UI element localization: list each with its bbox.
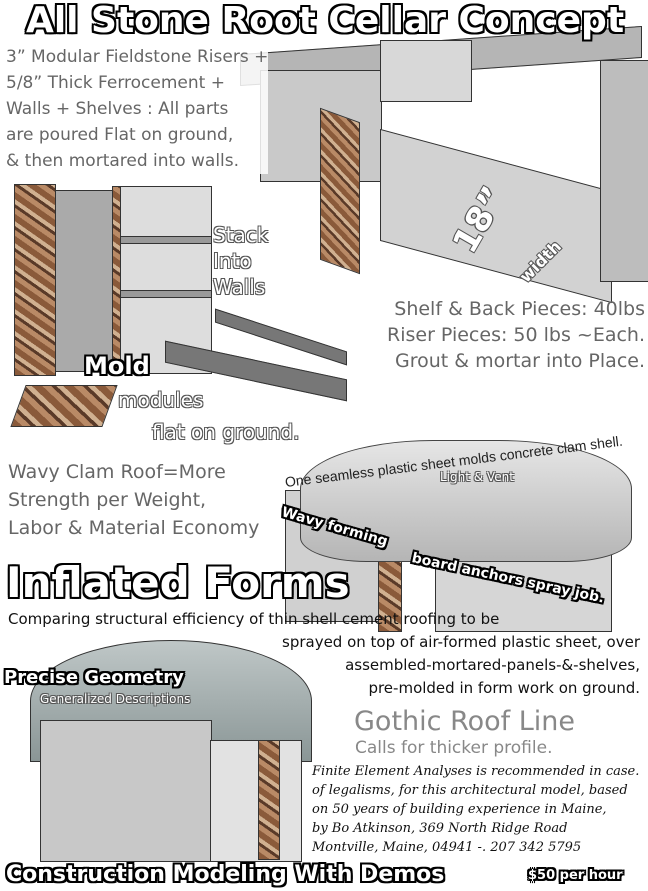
comparing-line: Comparing structural efficiency of thin … [8,610,500,628]
fea-line: by Bo Atkinson, 369 North Ridge Road [312,821,568,836]
wavy-roof-line: Labor & Material Economy [8,517,260,539]
intro-text: 3” Modular Fieldstone Risers + 5/8” Thic… [6,44,269,174]
price-label: $50 per hour [528,868,623,883]
stack-line: Stack [213,223,269,247]
intro-line: 5/8” Thick Ferrocement + [6,73,225,93]
weights-text: Shelf & Back Pieces: 40lbs Riser Pieces:… [345,296,645,374]
intro-line: Walls + Shelves : All parts [6,99,229,119]
weights-line: Riser Pieces: 50 lbs ~Each. [387,324,645,346]
fea-text: Finite Element Analyses is recommended i… [312,762,639,857]
weights-line: Shelf & Back Pieces: 40lbs [394,298,645,320]
gothic-title: Gothic Roof Line [354,706,576,737]
stack-line: Walls [213,275,266,299]
wavy-roof-line: Wavy Clam Roof=More [8,461,226,483]
fea-line: Montville, Maine, 04941 -. 207 342 5795 [312,840,582,855]
comparing-text: Comparing structural efficiency of thin … [0,608,640,700]
wavy-roof-line: Strength per Weight, [8,489,207,511]
fea-line: of legalisms, for this architectural mod… [312,783,628,798]
mold-line1: modules [118,388,204,412]
light-vent-label: Light & Vent [440,470,514,484]
fea-line: on 50 years of building experience in Ma… [312,802,607,817]
inflated-forms-title: Inflated Forms [6,558,350,607]
footer-title: Construction Modeling With Demos [6,862,445,887]
wavy-roof-text: Wavy Clam Roof=More Strength per Weight,… [8,458,259,542]
generalized-label: Generalized Descriptions [40,692,191,706]
comparing-line: sprayed on top of air-formed plastic she… [282,633,640,651]
mold-line2: flat on ground. [152,420,300,444]
gothic-subtitle: Calls for thicker profile. [355,738,553,758]
fea-line: Finite Element Analyses is recommended i… [312,764,640,779]
mold-label: Mold [84,352,150,380]
precise-geometry-label: Precise Geometry [4,667,184,688]
page-title: All Stone Root Cellar Concept [25,0,625,41]
weights-line: Grout & mortar into Place. [394,350,645,372]
intro-line: are poured Flat on ground, [6,125,234,145]
stack-line: Into [213,249,252,273]
intro-line: & then mortared into walls. [6,151,240,171]
comparing-line: assembled-mortared-panels-&-shelves, [345,656,640,674]
stack-label: Stack Into Walls [213,222,268,300]
comparing-line: pre-molded in form work on ground. [368,679,640,697]
intro-line: 3” Modular Fieldstone Risers + [6,47,269,67]
